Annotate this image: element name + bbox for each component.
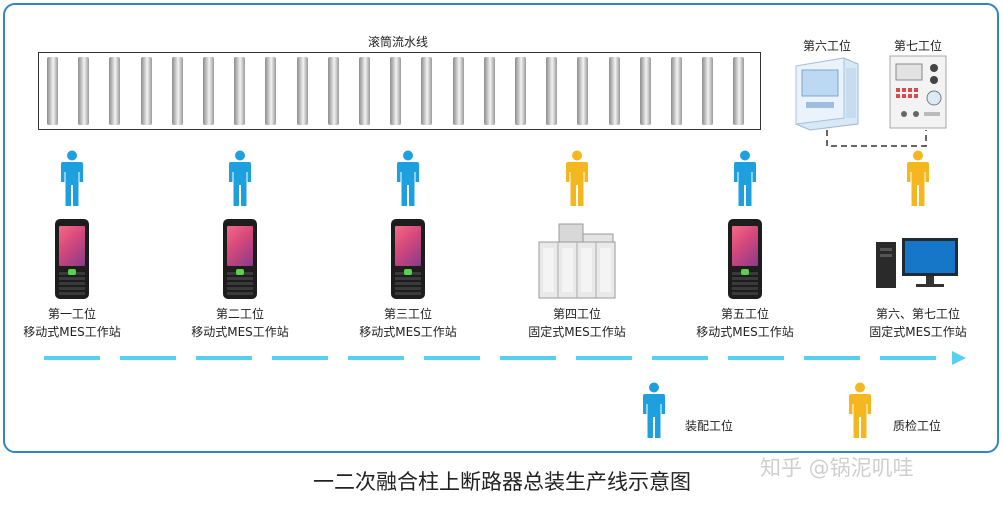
station-name: 第二工位 <box>215 307 265 321</box>
station-type: 固定式MES工作站 <box>869 325 967 339</box>
conveyor-roller <box>265 57 277 125</box>
production-flow-arrowhead <box>952 351 966 365</box>
conveyor-roller <box>140 57 152 125</box>
station-type: 移动式MES工作站 <box>23 325 121 339</box>
conveyor-roller <box>483 57 495 125</box>
production-flow-arrow <box>44 356 954 360</box>
station-name: 第五工位 <box>720 307 770 321</box>
conveyor-roller <box>515 57 526 125</box>
conveyor-roller <box>608 57 620 125</box>
conveyor-roller <box>109 57 121 125</box>
station-type: 移动式MES工作站 <box>191 325 289 339</box>
roller-conveyor <box>38 52 761 130</box>
conveyor-roller <box>702 57 714 125</box>
conveyor-roller <box>47 57 58 125</box>
conveyor-roller <box>577 57 589 125</box>
station-name: 第四工位 <box>552 307 602 321</box>
conveyor-roller <box>733 57 745 125</box>
watermark: 知乎 @锅泥叽哇 <box>760 456 914 480</box>
legend-quality-label: 质检工位 <box>893 419 942 433</box>
roller-line-label: 滚筒流水线 <box>367 35 429 49</box>
desktop-computer-icon <box>874 236 962 296</box>
station-type: 移动式MES工作站 <box>696 325 794 339</box>
station-7-control-panel-icon <box>889 55 947 129</box>
assembly-worker-icon <box>396 150 420 212</box>
handheld-terminal-icon <box>55 219 89 299</box>
quality-worker-icon <box>906 150 930 212</box>
legend-quality-person-icon <box>848 382 872 444</box>
handheld-terminal-icon <box>223 219 257 299</box>
conveyor-roller <box>546 57 558 125</box>
conveyor-roller <box>359 57 370 125</box>
conveyor-roller <box>390 57 402 125</box>
station-name: 第六、第七工位 <box>875 307 961 321</box>
conveyor-roller <box>452 57 464 125</box>
conveyor-roller <box>639 57 651 125</box>
conveyor-roller <box>78 57 90 125</box>
legend-assembly-label: 装配工位 <box>685 419 734 433</box>
handheld-terminal-icon <box>728 219 762 299</box>
station-name: 第三工位 <box>383 307 433 321</box>
assembly-worker-icon <box>228 150 252 212</box>
station-type: 移动式MES工作站 <box>359 325 457 339</box>
quality-worker-icon <box>565 150 589 212</box>
diagram-title: 一二次融合柱上断路器总装生产线示意图 <box>313 470 691 494</box>
station-6-cabinet-icon <box>795 57 859 131</box>
station-type: 固定式MES工作站 <box>528 325 626 339</box>
assembly-worker-icon <box>60 150 84 212</box>
conveyor-roller <box>421 57 433 125</box>
test-cabinet-icon <box>537 222 617 304</box>
assembly-worker-icon <box>733 150 757 212</box>
legend-assembly-person-icon <box>642 382 666 444</box>
conveyor-roller <box>327 57 339 125</box>
conveyor-roller <box>171 57 183 125</box>
equipment-label-7: 第七工位 <box>893 39 943 53</box>
conveyor-roller <box>671 57 682 125</box>
conveyor-roller <box>234 57 246 125</box>
diagram-frame <box>3 3 999 453</box>
conveyor-roller <box>203 57 214 125</box>
equipment-label-6: 第六工位 <box>802 39 852 53</box>
equipment-connection-line <box>826 130 927 147</box>
handheld-terminal-icon <box>391 219 425 299</box>
conveyor-roller <box>296 57 308 125</box>
station-name: 第一工位 <box>47 307 97 321</box>
